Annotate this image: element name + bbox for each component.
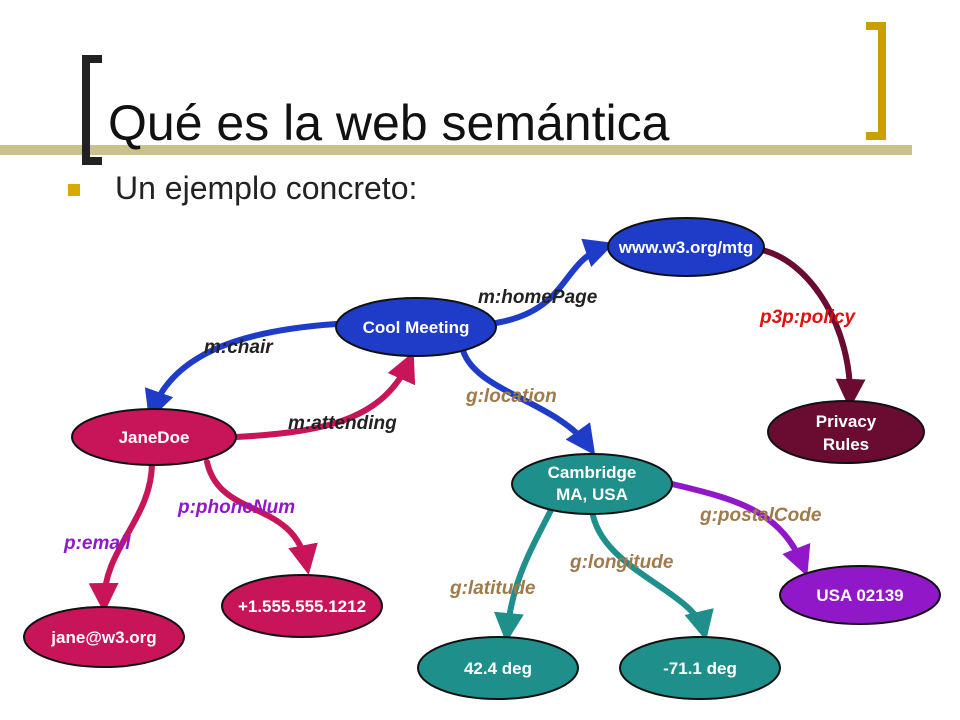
svg-text:MA, USA: MA, USA [556, 485, 628, 504]
svg-text:42.4 deg: 42.4 deg [464, 659, 532, 678]
node-jane-email: jane@w3.org [23, 606, 185, 668]
label-phone-num: p:phoneNum [177, 497, 295, 518]
node-phone: +1.555.555.1212 [221, 574, 383, 638]
edge-policy [759, 247, 866, 409]
label-latitude: g:latitude [449, 578, 536, 599]
node-privacy-rules: Privacy Rules [767, 400, 925, 464]
label-chair: m:chair [204, 337, 274, 358]
node-jane-doe: JaneDoe [71, 408, 237, 466]
edge-location [459, 344, 596, 456]
svg-text:USA 02139: USA 02139 [816, 586, 903, 605]
label-policy: p3p:policy [759, 307, 856, 328]
node-lat: 42.4 deg [417, 636, 579, 700]
edge-home-page [493, 238, 615, 326]
svg-text:Rules: Rules [823, 435, 869, 454]
label-postal-code: g:postalCode [699, 505, 822, 526]
label-email: p:email [63, 533, 131, 554]
svg-text:www.w3.org/mtg: www.w3.org/mtg [618, 238, 753, 257]
node-cool-meeting: Cool Meeting [335, 297, 497, 357]
bullet-marker [68, 184, 80, 196]
svg-text:Cool Meeting: Cool Meeting [363, 318, 470, 337]
svg-text:Privacy: Privacy [816, 412, 877, 431]
edge-email [88, 459, 155, 613]
bullet-text: Un ejemplo concreto: [115, 170, 418, 206]
node-lon: -71.1 deg [619, 636, 781, 700]
edge-chair [144, 321, 339, 421]
label-longitude: g:longitude [569, 552, 674, 573]
svg-text:-71.1 deg: -71.1 deg [663, 659, 737, 678]
svg-text:jane@w3.org: jane@w3.org [50, 628, 156, 647]
title-underline [0, 145, 912, 155]
edge-longitude [589, 507, 714, 641]
node-w3-mtg: www.w3.org/mtg [607, 217, 765, 277]
svg-text:JaneDoe: JaneDoe [119, 428, 190, 447]
edge-attending [233, 351, 416, 440]
slide-title: Qué es la web semántica [108, 95, 670, 151]
right-bracket-decoration [866, 22, 886, 140]
label-home-page: m:homePage [478, 287, 598, 308]
node-usa-zip: USA 02139 [779, 565, 941, 625]
label-attending: m:attending [288, 413, 397, 434]
svg-text:+1.555.555.1212: +1.555.555.1212 [238, 597, 366, 616]
svg-text:Cambridge: Cambridge [548, 463, 637, 482]
label-location: g:location [465, 386, 557, 407]
edge-phone-num [204, 459, 318, 575]
node-cambridge: Cambridge MA, USA [511, 453, 673, 515]
edge-latitude [494, 505, 555, 643]
edge-postal-code [669, 481, 811, 577]
left-bracket-decoration [82, 55, 102, 165]
